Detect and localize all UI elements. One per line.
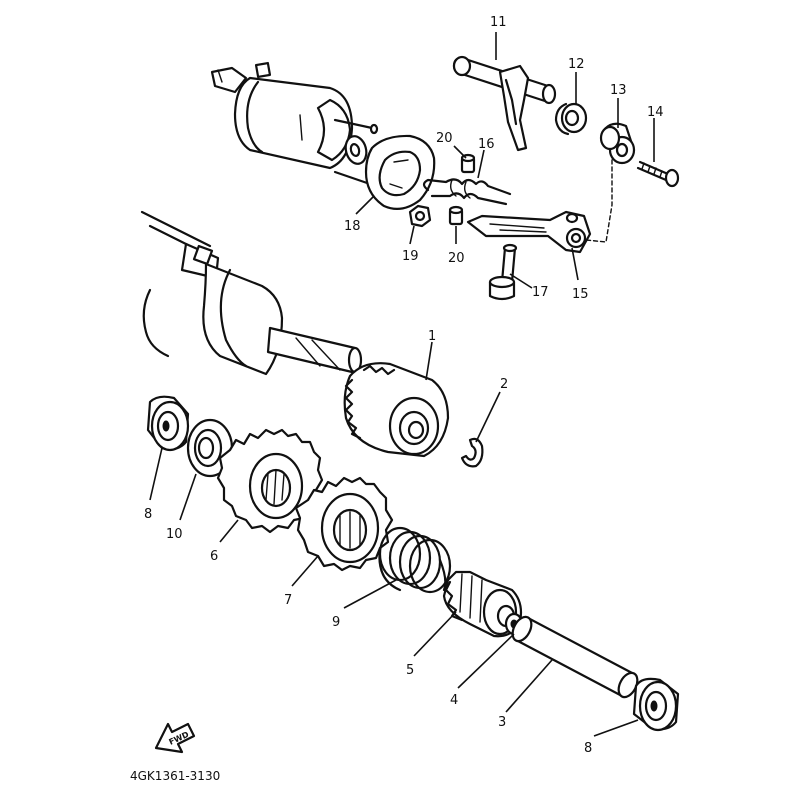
leader-lines — [149, 32, 655, 737]
starter-solenoid — [210, 61, 379, 191]
bearing-left — [146, 395, 190, 452]
callout-5: 5 — [406, 663, 414, 678]
callout-8-left: 8 — [144, 507, 152, 522]
callout-2: 2 — [500, 377, 508, 392]
drawing-code: 4GK1361-3130 — [130, 769, 220, 783]
washer — [554, 102, 588, 136]
nut — [408, 204, 432, 228]
starter-clutch — [343, 362, 450, 458]
idler-gear — [216, 428, 324, 534]
callout-19: 19 — [402, 249, 419, 264]
callout-9: 9 — [332, 615, 340, 630]
callout-18: 18 — [344, 219, 361, 234]
shift-arm — [466, 210, 592, 254]
idler-shaft — [511, 615, 639, 699]
callout-6: 6 — [210, 549, 218, 564]
callout-14: 14 — [647, 105, 664, 120]
dowel-pin-upper — [460, 153, 476, 174]
gasket-plate — [364, 134, 436, 211]
collar — [599, 122, 636, 165]
bolt — [636, 160, 680, 188]
coil-spring — [378, 526, 452, 594]
shift-shaft — [452, 55, 557, 152]
callout-12: 12 — [568, 57, 585, 72]
stopper-bolt — [488, 243, 518, 301]
callout-3: 3 — [498, 715, 506, 730]
callout-15: 15 — [572, 287, 589, 302]
callout-labels: 11 12 13 14 20 16 18 19 20 17 15 1 2 8 1… — [144, 15, 664, 756]
callout-10: 10 — [166, 527, 183, 542]
callout-17: 17 — [532, 285, 549, 300]
callout-20-upper: 20 — [436, 131, 453, 146]
callout-13: 13 — [610, 83, 627, 98]
callout-7: 7 — [284, 593, 292, 608]
callout-1: 1 — [428, 329, 436, 344]
fwd-arrow-icon: FWD — [154, 722, 196, 754]
callout-20-lower: 20 — [448, 251, 465, 266]
starter-motor — [140, 210, 363, 376]
callout-8-right: 8 — [584, 741, 592, 756]
callout-11: 11 — [490, 15, 507, 30]
return-spring — [422, 178, 512, 206]
driven-gear — [294, 476, 394, 572]
dowel-pin-lower — [448, 205, 464, 226]
circlip — [460, 437, 484, 468]
assembly-guide-lines — [585, 159, 613, 243]
callout-4: 4 — [450, 693, 458, 708]
bearing-right — [632, 677, 680, 732]
callout-16: 16 — [478, 137, 495, 152]
